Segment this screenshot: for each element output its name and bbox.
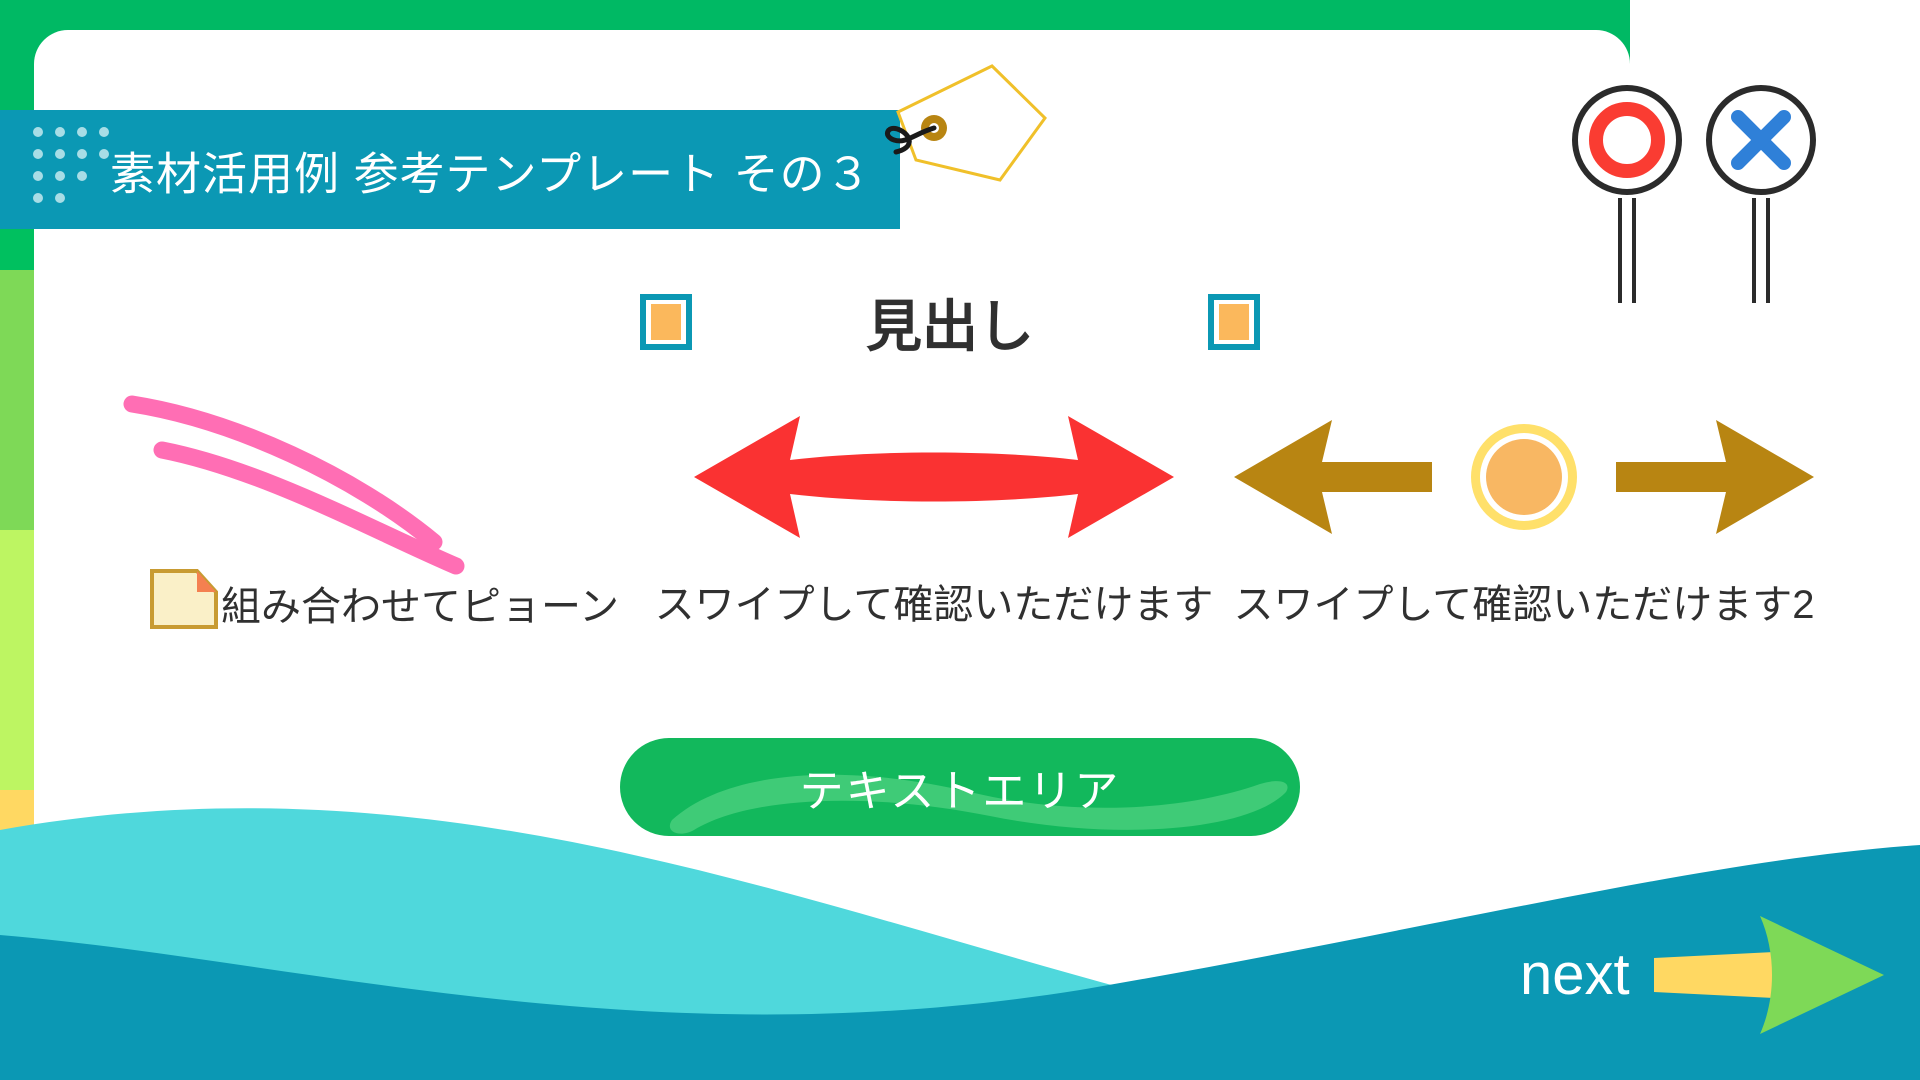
red-double-arrow-icon	[694, 416, 1174, 538]
text-area-button[interactable]: テキストエリア	[620, 738, 1300, 836]
content-columns: 組み合わせてピョーン スワイプして確認いただけます スワイプして確認いただけます…	[34, 380, 1920, 670]
next-button[interactable]: next	[1520, 905, 1920, 1045]
button-shine-decoration	[669, 774, 1288, 834]
section-heading: 見出し	[866, 294, 1034, 358]
column-1: 組み合わせてピョーン	[114, 380, 654, 670]
column-2: スワイプして確認いただけます	[654, 380, 1214, 670]
column-3: スワイプして確認いただけます2	[1214, 380, 1834, 670]
title-bar: 素材活用例 参考テンプレート その３	[0, 110, 900, 229]
maru-batsu-signs	[1572, 85, 1816, 303]
column-1-caption-row: 組み合わせてピョーン	[114, 569, 654, 634]
column-2-caption: スワイプして確認いただけます	[654, 583, 1214, 627]
square-marker-right-icon	[1208, 294, 1260, 350]
next-arrow-icon	[1653, 916, 1884, 1034]
batsu-sign	[1706, 85, 1816, 303]
edge-band-3	[0, 270, 34, 530]
edge-band-4	[0, 530, 34, 790]
column-3-caption-row: スワイプして確認いただけます2	[1214, 572, 1834, 630]
next-label: next	[1520, 942, 1630, 1007]
wave-decoration	[0, 808, 1920, 1080]
dot-grid-icon	[33, 127, 109, 203]
column-3-caption: スワイプして確認いただけます2	[1233, 583, 1815, 627]
maru-sign	[1572, 85, 1682, 303]
page-title: 素材活用例 参考テンプレート その３	[110, 148, 872, 199]
price-tag-icon	[885, 64, 1047, 182]
text-area-button-label: テキストエリア	[799, 767, 1121, 816]
column-1-caption: 組み合わせてピョーン	[221, 585, 619, 629]
column-2-caption-row: スワイプして確認いただけます	[654, 572, 1214, 630]
heading-row: 見出し	[640, 282, 1260, 362]
note-icon	[150, 569, 218, 629]
square-marker-left-icon	[640, 294, 692, 350]
pink-curved-lines-icon	[123, 395, 465, 575]
gold-double-arrow-circle-icon	[1234, 420, 1814, 534]
